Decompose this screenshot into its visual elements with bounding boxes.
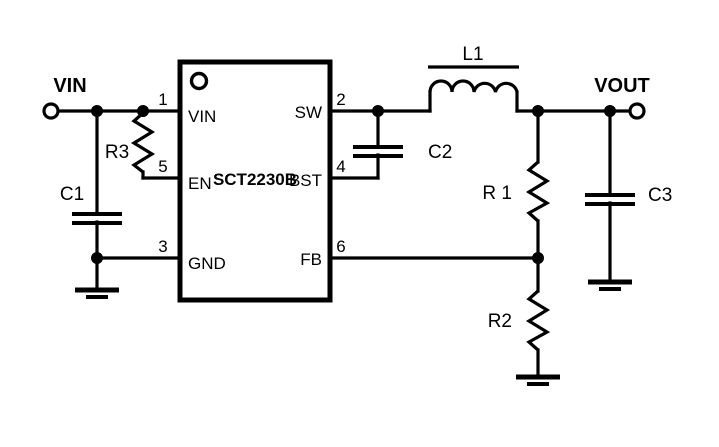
component-l1[interactable]: L1 xyxy=(428,44,519,93)
c3-ref-label: C3 xyxy=(648,185,672,206)
pin-number-4: 4 xyxy=(336,157,345,176)
r3-ref-label: R3 xyxy=(105,142,129,163)
pin-number-6: 6 xyxy=(336,237,345,256)
junction-vin-c1 xyxy=(91,105,103,117)
component-c2[interactable]: C2 xyxy=(353,142,452,163)
pin1-marker-icon xyxy=(189,71,209,91)
pin-name-en: EN xyxy=(188,174,212,193)
pin-number-5: 5 xyxy=(158,157,167,176)
ic-sct2230b[interactable]: SCT2230B xyxy=(177,59,333,303)
r1-zigzag xyxy=(525,160,551,223)
component-c3[interactable]: C3 xyxy=(585,185,672,206)
ic-pin-labels: VIN 1 EN 5 GND 3 SW 2 BST 4 FB 6 xyxy=(158,90,345,273)
r2-zigzag xyxy=(525,289,551,352)
ic-outline xyxy=(177,59,333,303)
pin-name-sw: SW xyxy=(295,103,322,122)
l1-ref-label: L1 xyxy=(462,44,483,65)
ground-symbol-output xyxy=(588,279,632,291)
pin-name-fb: FB xyxy=(300,250,322,269)
junction-dots xyxy=(91,105,616,264)
component-c1[interactable]: C1 xyxy=(60,184,122,225)
junction-fb-divider xyxy=(532,252,544,264)
ground-symbol-divider xyxy=(516,374,560,386)
r2-ref-label: R2 xyxy=(488,311,512,332)
component-r3[interactable]: R3 xyxy=(105,111,156,174)
junction-gnd-c1 xyxy=(91,252,103,264)
ic-part-number: SCT2230B xyxy=(213,170,297,189)
component-r2[interactable]: R2 xyxy=(488,289,551,352)
junction-vout-r1 xyxy=(532,105,544,117)
ground-symbol-input xyxy=(75,287,119,299)
c1-ref-label: C1 xyxy=(60,184,84,205)
io-terminals[interactable]: VIN VOUT xyxy=(42,75,650,120)
pin-number-3: 3 xyxy=(158,237,167,256)
l1-coil-arcs xyxy=(428,79,519,93)
r1-ref-label: R 1 xyxy=(482,183,512,204)
pin-number-1: 1 xyxy=(158,90,167,109)
junction-vout-c3 xyxy=(604,105,616,117)
c2-ref-label: C2 xyxy=(428,142,452,163)
pin-name-gnd: GND xyxy=(188,254,226,273)
component-r1[interactable]: R 1 xyxy=(482,160,551,223)
net-label-vout: VOUT xyxy=(594,75,650,97)
terminal-vin[interactable] xyxy=(42,102,60,120)
net-label-vin: VIN xyxy=(53,75,86,97)
terminal-vout[interactable] xyxy=(628,102,646,120)
pin-number-2: 2 xyxy=(336,90,345,109)
pin-name-bst: BST xyxy=(289,171,322,190)
junction-sw-c2 xyxy=(372,105,384,117)
r3-zigzag xyxy=(130,111,156,174)
pin-name-vin: VIN xyxy=(188,107,216,126)
